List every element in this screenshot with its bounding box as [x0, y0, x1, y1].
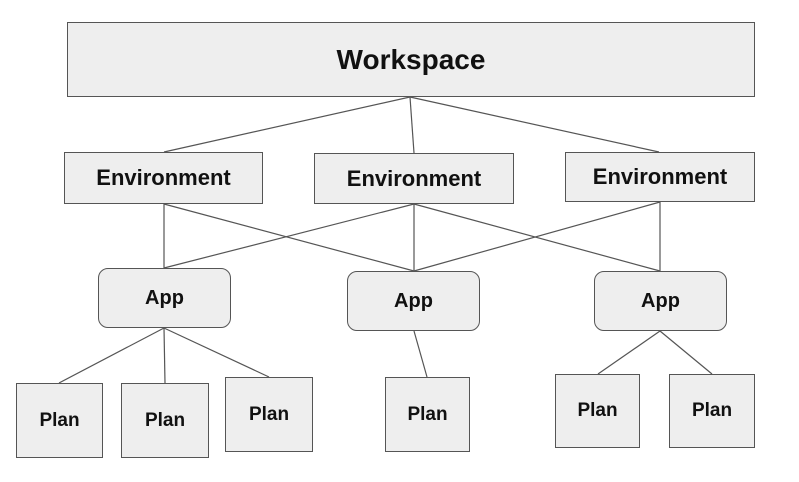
plan-node: Plan	[555, 374, 640, 448]
environment-label: Environment	[96, 165, 231, 190]
edge-app1-plan3	[163, 327, 270, 378]
environment-node: Environment	[64, 152, 263, 204]
edge-app2-plan4	[413, 330, 428, 378]
edge-app1-plan2	[163, 327, 166, 384]
app-label: App	[641, 289, 680, 312]
app-node: App	[98, 268, 231, 328]
edge-env1-app2	[163, 203, 415, 272]
edge-workspace-env3	[409, 96, 660, 153]
plan-node: Plan	[385, 377, 470, 452]
app-node: App	[347, 271, 480, 331]
app-node: App	[594, 271, 727, 331]
app-label: App	[145, 286, 184, 309]
edge-env2-app1	[163, 203, 415, 269]
edge-app1-plan1	[58, 327, 165, 384]
edge-env3-app2	[413, 201, 661, 272]
edge-app3-plan6	[659, 330, 713, 375]
workspace-label: Workspace	[336, 43, 486, 75]
plan-label: Plan	[39, 409, 80, 431]
app-label: App	[394, 289, 433, 312]
plan-node: Plan	[669, 374, 755, 448]
edge-workspace-env1	[163, 96, 411, 153]
environment-node: Environment	[565, 152, 755, 202]
environment-label: Environment	[592, 164, 728, 189]
environment-node: Environment	[314, 153, 514, 204]
edge-env2-app3	[413, 203, 661, 272]
plan-node: Plan	[16, 383, 103, 458]
plan-label: Plan	[248, 403, 290, 425]
environment-label: Environment	[346, 165, 482, 191]
plan-label: Plan	[407, 403, 448, 425]
plan-node: Plan	[121, 383, 209, 458]
plan-label: Plan	[144, 409, 186, 431]
plan-label: Plan	[577, 400, 618, 421]
edge-app3-plan5	[597, 330, 661, 375]
edge-workspace-env2	[409, 96, 415, 154]
workspace-node: Workspace	[67, 22, 755, 97]
plan-label: Plan	[691, 400, 733, 421]
plan-node: Plan	[225, 377, 313, 452]
